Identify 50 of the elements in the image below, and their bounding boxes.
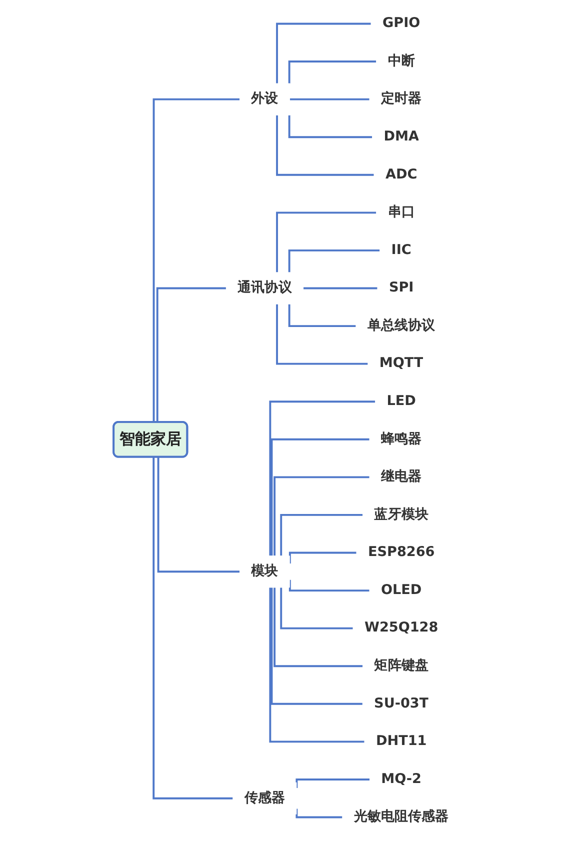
connector [288, 98, 370, 100]
node-text: IIC [391, 242, 412, 258]
connector [296, 778, 370, 788]
node-text: DMA [384, 128, 419, 144]
connector [296, 808, 342, 818]
node-text: GPIO [382, 16, 420, 32]
connector [269, 400, 376, 556]
connector [280, 514, 363, 556]
connector [152, 457, 233, 800]
connector [152, 98, 240, 422]
connector [269, 588, 364, 743]
node-text: 单总线协议 [367, 318, 436, 334]
node-text: 串口 [388, 204, 415, 220]
node-text: W25Q128 [364, 620, 438, 636]
connector [288, 304, 356, 327]
node-text: 通讯协议 [238, 280, 292, 296]
connector [288, 552, 356, 564]
node-text: 矩阵键盘 [374, 658, 428, 674]
connector [288, 60, 376, 84]
node-text: LED [386, 393, 416, 409]
node-text: DHT11 [376, 733, 427, 749]
connector [276, 212, 376, 272]
connector [270, 588, 362, 705]
node-text: ESP8266 [368, 544, 435, 560]
connector [288, 580, 370, 592]
node-text: 蓝牙模块 [374, 506, 428, 522]
node-text: SU-03T [374, 696, 429, 712]
connector [274, 588, 363, 668]
connector [157, 457, 240, 573]
connector [280, 588, 353, 630]
node-text: ADC [385, 166, 418, 182]
node-text: 继电器 [380, 468, 422, 484]
connector [156, 287, 226, 422]
node-text: 定时器 [380, 91, 422, 107]
node-text: 蜂鸣器 [380, 431, 422, 447]
node-text: 外设 [251, 91, 278, 107]
connector [288, 250, 380, 272]
node-text: OLED [380, 582, 422, 598]
node-text: SPI [388, 280, 414, 296]
connector [274, 476, 370, 556]
node-text: 中断 [388, 53, 415, 69]
connector [302, 287, 378, 290]
node-text: MQ-2 [381, 771, 422, 787]
connector [276, 115, 374, 176]
node-text: MQTT [379, 356, 424, 372]
connector [276, 22, 371, 84]
node-text: 光敏电阻传感器 [354, 809, 449, 825]
connector [276, 304, 368, 365]
connector [288, 115, 372, 138]
connector [270, 438, 370, 556]
